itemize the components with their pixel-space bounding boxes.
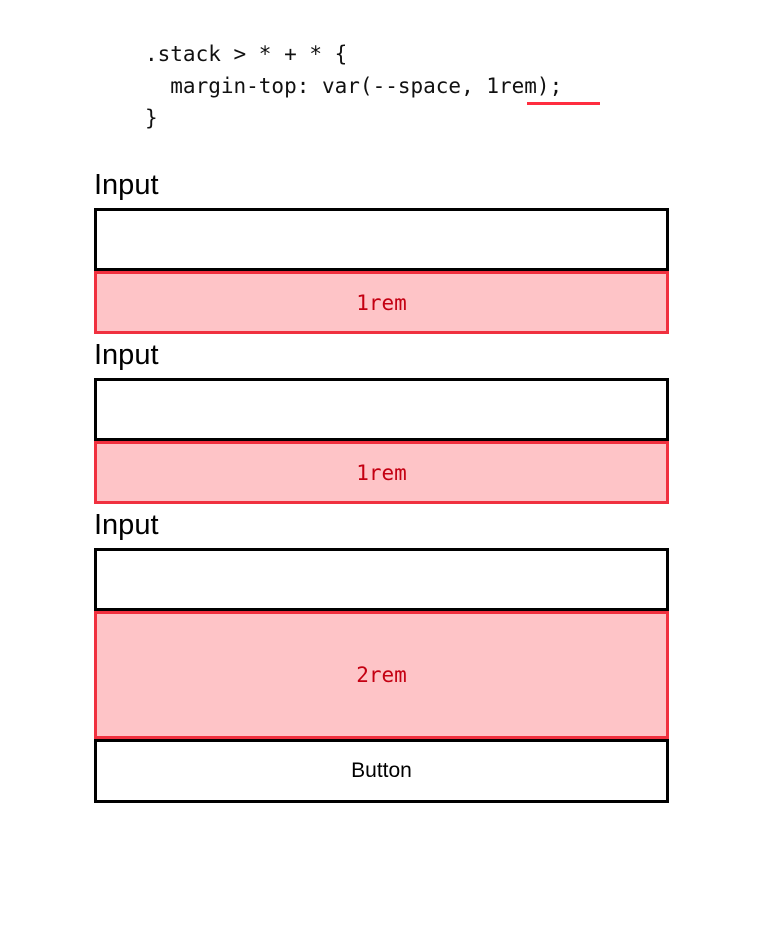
input-label: Input: [94, 169, 159, 201]
input-field[interactable]: [94, 378, 669, 441]
submit-button[interactable]: Button: [94, 739, 669, 803]
gap-indicator: 2rem: [94, 611, 669, 739]
code-line: margin-top: var(--space, 1rem);: [145, 74, 563, 98]
input-field[interactable]: [94, 548, 669, 611]
gap-indicator: 1rem: [94, 441, 669, 504]
code-snippet: .stack > * + * { margin-top: var(--space…: [145, 38, 562, 134]
input-field[interactable]: [94, 208, 669, 271]
highlight-underline: [527, 102, 600, 105]
code-line: }: [145, 106, 158, 130]
gap-indicator: 1rem: [94, 271, 669, 334]
input-label: Input: [94, 509, 159, 541]
code-line: .stack > * + * {: [145, 42, 348, 66]
input-label: Input: [94, 339, 159, 371]
